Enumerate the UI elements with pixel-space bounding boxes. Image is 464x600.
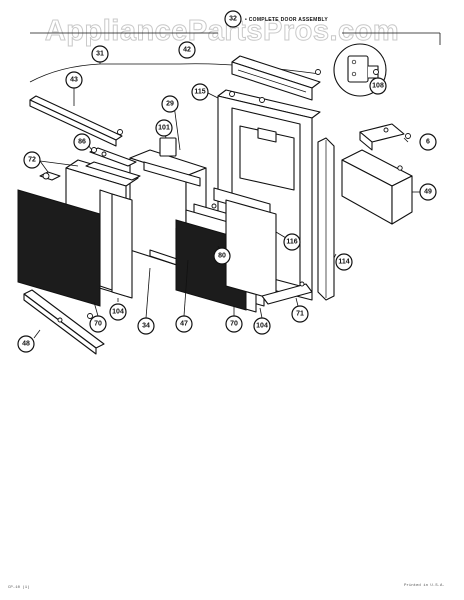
part-top-strip — [29, 95, 123, 147]
callout-70-center: 70 — [225, 315, 243, 333]
callout-86: 86 — [73, 133, 91, 151]
callout-104-center: 104 — [253, 317, 271, 335]
part-bottom-rail — [261, 281, 313, 305]
svg-text:108: 108 — [372, 83, 384, 90]
svg-text:72: 72 — [28, 157, 36, 164]
center-screen-panel — [175, 187, 277, 313]
callout-34: 34 — [137, 317, 155, 335]
callout-115: 115 — [191, 83, 209, 101]
watermark-text: AppliancePartsPros.com — [45, 15, 399, 47]
assembly-title: • COMPLETE DOOR ASSEMBLY — [245, 17, 328, 23]
part-small-bracket — [359, 123, 411, 151]
callout-70-left: 70 — [89, 315, 107, 333]
part-top-rail — [231, 55, 321, 101]
svg-text:31: 31 — [96, 51, 104, 58]
inset-hinge-detail — [333, 43, 387, 97]
footer-left-code: CP-10 (1) — [8, 585, 30, 590]
svg-text:86: 86 — [78, 139, 86, 146]
svg-text:49: 49 — [424, 189, 432, 196]
callout-31: 31 — [91, 45, 109, 63]
callout-43: 43 — [65, 71, 83, 89]
callout-71: 71 — [291, 305, 309, 323]
callout-108: 108 — [369, 77, 387, 95]
part-bottom-strip — [23, 289, 105, 355]
svg-text:70: 70 — [94, 321, 102, 328]
part-vertical-post — [317, 137, 335, 301]
svg-text:42: 42 — [183, 47, 191, 54]
callout-47: 47 — [175, 315, 193, 333]
svg-text:116: 116 — [286, 239, 297, 246]
callout-32-circle — [224, 10, 242, 28]
svg-text:48: 48 — [22, 341, 30, 348]
callout-48: 48 — [17, 335, 35, 353]
callout-101: 101 — [155, 119, 173, 137]
svg-text:115: 115 — [194, 89, 205, 96]
callout-6: 6 — [419, 133, 437, 151]
svg-text:114: 114 — [338, 259, 349, 266]
callout-114: 114 — [335, 253, 353, 271]
svg-text:80: 80 — [218, 253, 226, 260]
svg-text:104: 104 — [256, 323, 268, 330]
footer-right-code: Printed in U.S.A. — [404, 583, 445, 588]
svg-text:6: 6 — [426, 139, 430, 146]
svg-text:70: 70 — [230, 321, 238, 328]
left-screen-panel — [17, 171, 101, 307]
part-right-housing — [341, 149, 413, 225]
svg-text:43: 43 — [70, 77, 78, 84]
callout-42: 42 — [178, 41, 196, 59]
callout-49: 49 — [419, 183, 437, 201]
svg-text:101: 101 — [158, 125, 170, 132]
callout-29: 29 — [161, 95, 179, 113]
callout-116: 116 — [283, 233, 301, 251]
svg-text:29: 29 — [166, 101, 174, 108]
svg-text:71: 71 — [296, 311, 304, 318]
svg-text:104: 104 — [112, 309, 124, 316]
assembly-title-bar: 32 • COMPLETE DOOR ASSEMBLY — [30, 10, 441, 45]
svg-text:47: 47 — [180, 321, 188, 328]
callout-72: 72 — [23, 151, 41, 169]
svg-text:34: 34 — [142, 323, 150, 330]
callout-104-left: 104 — [109, 303, 127, 321]
callout-32-label: 32 — [229, 16, 237, 23]
callout-80: 80 — [213, 247, 231, 265]
